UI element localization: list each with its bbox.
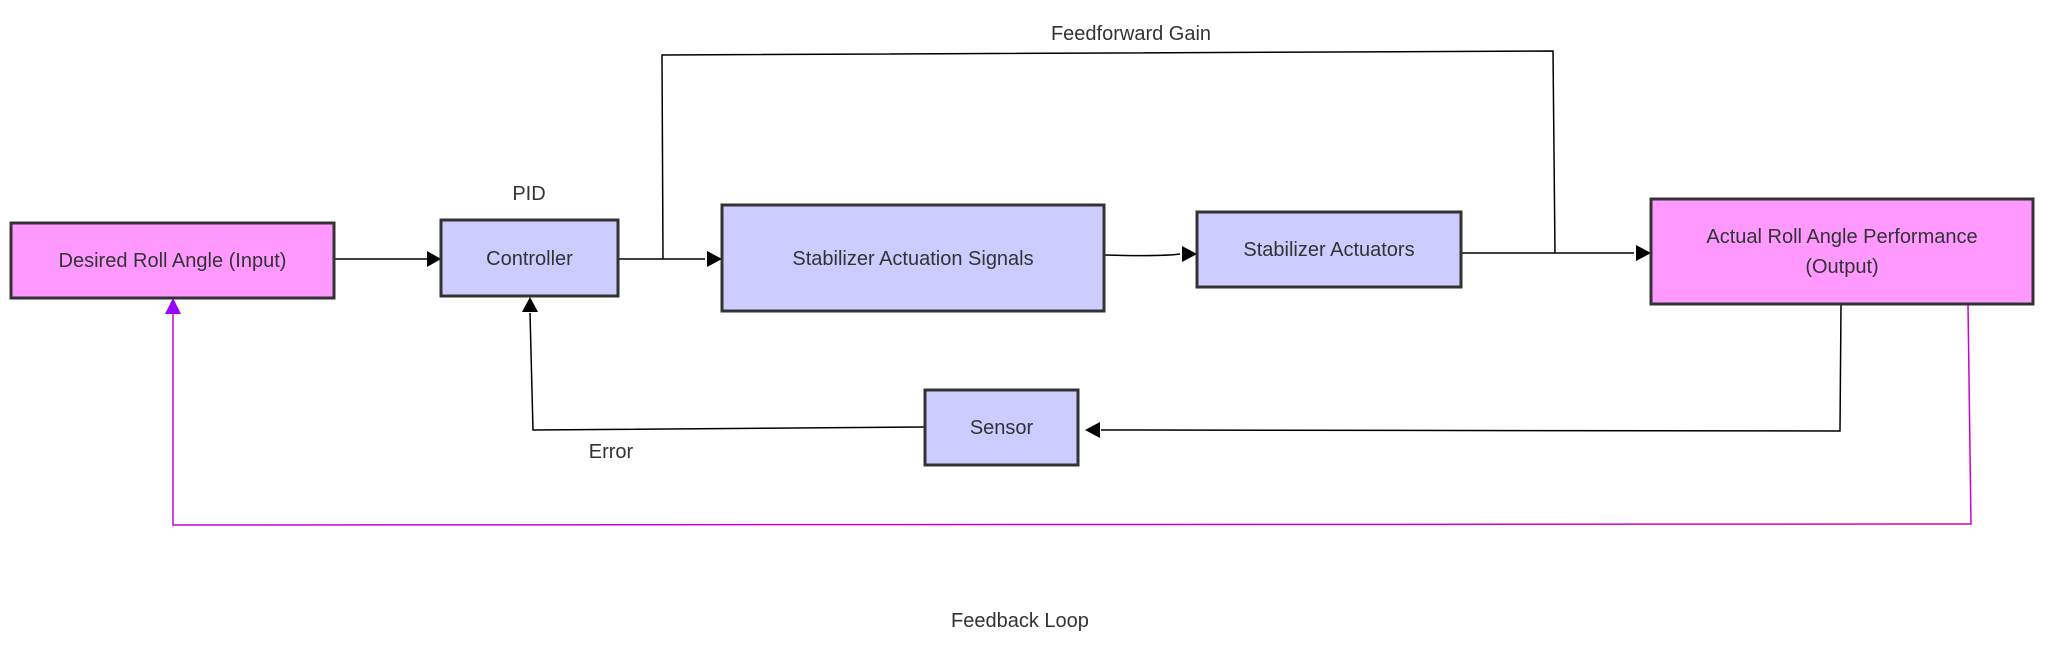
node-sensor[interactable]: Sensor <box>923 388 1080 467</box>
arrowhead-desired-feedback <box>165 298 181 314</box>
arrowhead-controller-input <box>427 251 441 267</box>
node-actual-roll-angle[interactable]: Actual Roll Angle Performance (Output) <box>1649 197 2035 306</box>
arrowhead-sensor-input <box>1085 422 1100 438</box>
edge-sensor-to-controller <box>529 312 926 431</box>
node-controller[interactable]: Controller <box>439 218 620 298</box>
node-desired-label: Desired Roll Angle (Input) <box>59 250 287 272</box>
node-controller-label: Controller <box>486 248 573 270</box>
node-stabilizer-actuation-signals[interactable]: Stabilizer Actuation Signals <box>720 203 1106 313</box>
label-feedback-loop: Feedback Loop <box>951 610 1089 632</box>
edge-feedback-loop <box>172 304 1972 526</box>
node-desired-roll-angle[interactable]: Desired Roll Angle (Input) <box>9 221 336 300</box>
arrowhead-actual-input <box>1636 245 1651 261</box>
edge-actual-to-sensor <box>1100 304 1842 432</box>
node-stabilizer-actuators[interactable]: Stabilizer Actuators <box>1195 210 1463 289</box>
edge-actuation-to-actuators <box>1104 253 1181 257</box>
node-actuation-label: Stabilizer Actuation Signals <box>792 248 1033 270</box>
label-error: Error <box>589 441 634 463</box>
arrowhead-actuation-input <box>707 251 722 267</box>
node-actual-label-line2: (Output) <box>1805 256 1878 278</box>
node-actuators-label: Stabilizer Actuators <box>1243 239 1414 261</box>
arrowhead-actuators-input <box>1182 246 1197 262</box>
arrowhead-controller-feedback <box>522 297 538 312</box>
label-pid: PID <box>512 183 545 205</box>
node-sensor-label: Sensor <box>970 417 1034 439</box>
edge-feedforward <box>661 50 1556 260</box>
node-actual-label-line1: Actual Roll Angle Performance <box>1706 226 1977 248</box>
label-feedforward-gain: Feedforward Gain <box>1051 23 1211 45</box>
